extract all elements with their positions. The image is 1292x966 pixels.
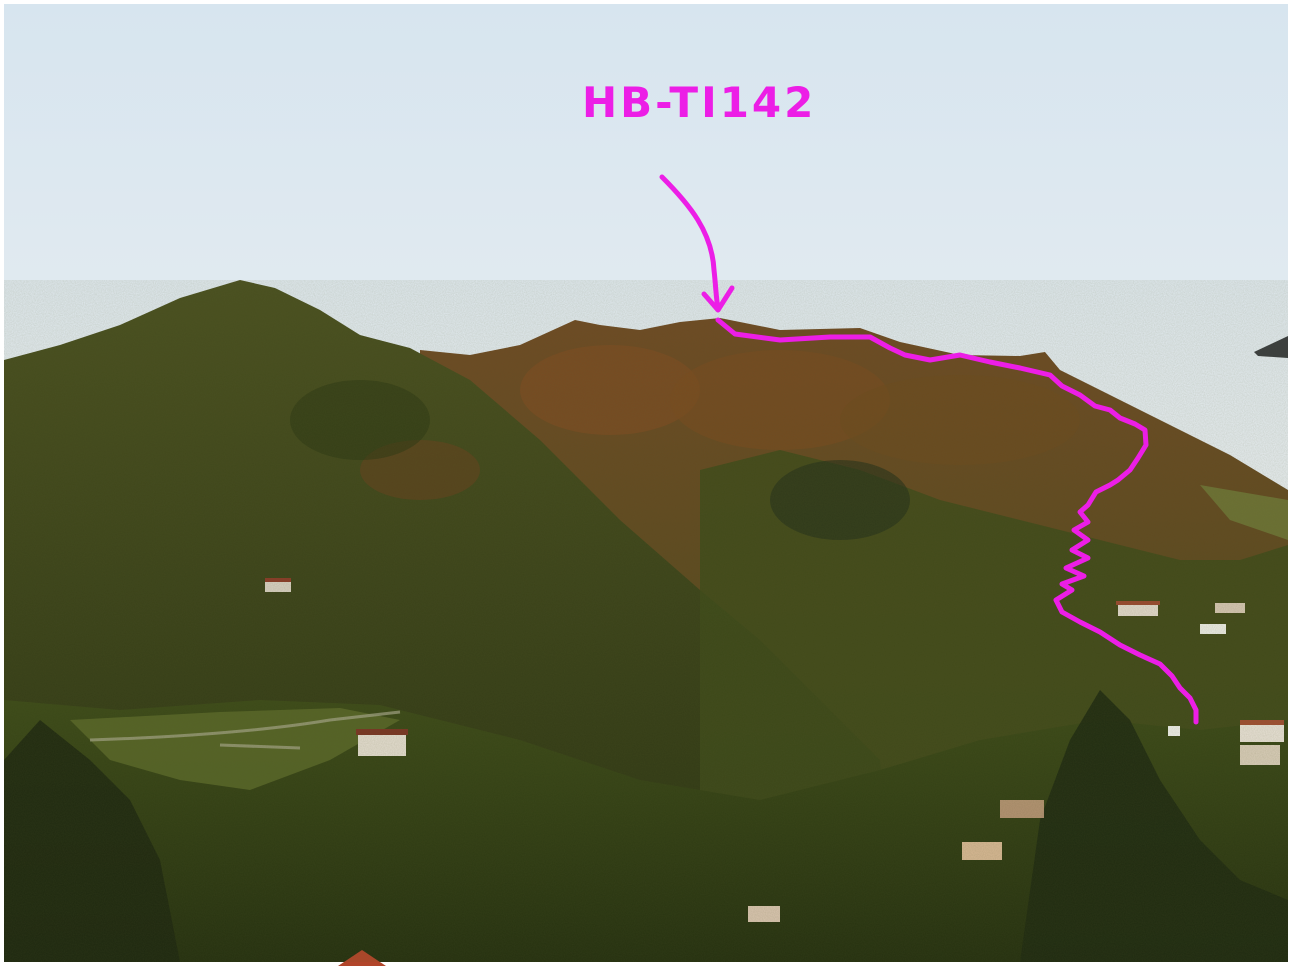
texture-overlay <box>4 280 1288 962</box>
route-line <box>715 317 1199 725</box>
callsign-label: HB-TI142 <box>582 78 817 127</box>
annotation-arrowhead <box>701 285 735 313</box>
annotation-arrow <box>659 174 721 311</box>
